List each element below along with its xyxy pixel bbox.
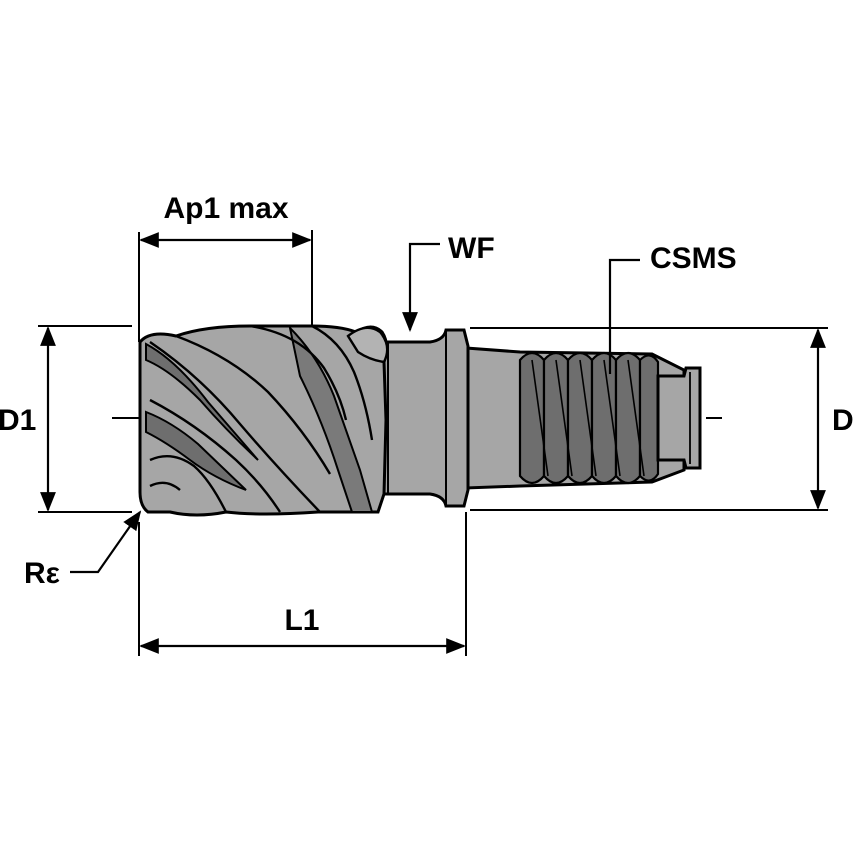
re-label: Rε bbox=[24, 557, 60, 590]
re-leader bbox=[70, 510, 142, 574]
flute-groove-1 bbox=[145, 342, 259, 461]
ap1-max-label: Ap1 max bbox=[163, 192, 288, 225]
d1-label: D1 bbox=[0, 404, 36, 437]
flute-groove-2 bbox=[145, 410, 247, 491]
wf-label: WF bbox=[448, 232, 495, 265]
csms-label: CSMS bbox=[650, 242, 737, 275]
csms-leader bbox=[608, 258, 640, 374]
wrench-flange bbox=[380, 328, 470, 508]
thread-teeth bbox=[518, 351, 660, 485]
d-label: D bbox=[832, 404, 854, 437]
pilot-tip bbox=[656, 366, 702, 470]
end-mill-tool bbox=[138, 324, 702, 517]
l1-label: L1 bbox=[284, 604, 319, 637]
wf-leader bbox=[402, 242, 440, 332]
thread-flanks bbox=[531, 359, 645, 477]
flute-edges bbox=[149, 324, 383, 513]
head-nose-lobe bbox=[346, 326, 389, 364]
extension-lines bbox=[38, 230, 828, 656]
